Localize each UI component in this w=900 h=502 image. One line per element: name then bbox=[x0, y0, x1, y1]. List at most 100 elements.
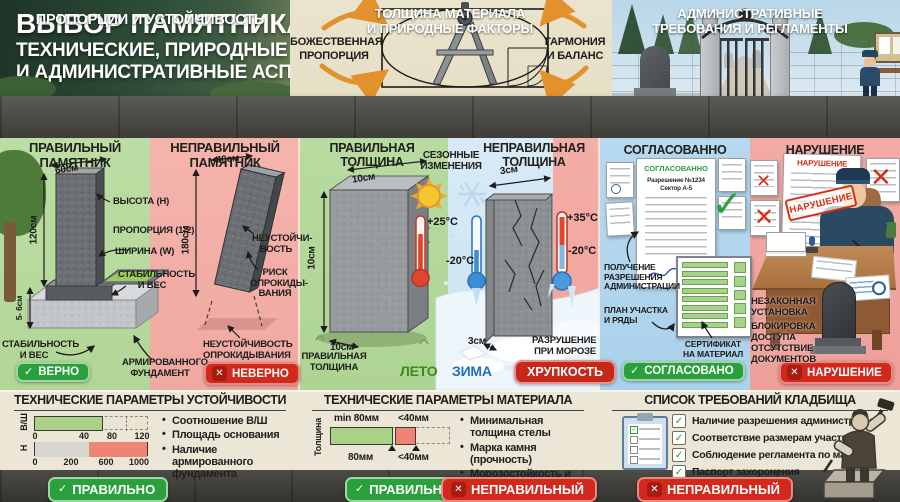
incorrect-thickness-title: НЕПРАВИЛЬНАЯ ТОЛЩИНА bbox=[476, 141, 592, 169]
col1-verdict-label: ПРАВИЛЬНО bbox=[72, 482, 156, 497]
instability-line2: ВОСТЬ bbox=[259, 243, 293, 255]
seasonal-line2: ИЗМЕНЕНИЯ bbox=[420, 161, 482, 173]
thermometer-cold-icon bbox=[467, 215, 486, 306]
harmony-line2: И БАЛАНС bbox=[546, 49, 604, 62]
incorrect-title-line1: НЕПРАВИЛЬНЫЙ bbox=[170, 140, 280, 155]
incorrect-thickness-line1: НЕПРАВИЛЬНАЯ bbox=[483, 141, 585, 155]
missing-docs-label: ОТСУТСТВИЕ ДОКУМЕНТОВ bbox=[751, 343, 817, 365]
divider bbox=[14, 410, 286, 411]
violation-title: НАРУШЕНИЕ bbox=[785, 143, 865, 157]
permit-label: ПОЛУЧЕНИЕ РАЗРЕШЕНИЯ АДМИНИСТРАЦИИ bbox=[604, 262, 684, 292]
panel2-title: ТЕХНИЧЕСКИЕ ПАРАМЕТРЫ МАТЕРИАЛА bbox=[323, 393, 573, 407]
stability-parameters-panel: ТЕХНИЧЕСКИЕ ПАРАМЕТРЫ УСТОЙЧИВОСТИ В/Ш 0… bbox=[8, 390, 292, 480]
col3-header: АДМИНИСТРАТИВНЫЕ ТРЕБОВАНИЯ И РЕГЛАМЕНТЫ bbox=[600, 0, 900, 42]
check-icon: ✓ bbox=[355, 483, 365, 495]
checklist-text: Наличие разрешения администрации bbox=[692, 415, 879, 427]
col2-header-line2: И ПРИРОДНЫЕ ФАКТОРЫ bbox=[366, 21, 534, 36]
col3-arrows bbox=[626, 231, 713, 339]
caption-line2: ТОЛЩИНА bbox=[309, 361, 359, 373]
clipboard-icon: ✓ bbox=[622, 413, 668, 470]
approved-badge: ✓ СОГЛАСОВАНО bbox=[622, 361, 745, 381]
officer-patch bbox=[886, 222, 896, 238]
pine-tree bbox=[678, 8, 702, 54]
frost-line2: ПРИ МОРОЗЕ bbox=[534, 345, 596, 357]
approved-doc-title: СОГЛАСОВАННО bbox=[644, 164, 708, 173]
col2-verdict-ok-label: ПРАВИЛЬНО bbox=[369, 482, 453, 497]
dim-left-side: 10см bbox=[306, 246, 318, 270]
check-icon: ✓ bbox=[58, 483, 68, 495]
block-line1: БЛОКИРОВКА bbox=[751, 321, 816, 332]
summer-label: ЛЕТО bbox=[400, 363, 438, 379]
tree-trunk bbox=[4, 222, 16, 302]
x-icon: ✕ bbox=[870, 162, 892, 192]
harmony-balance-label: ГАРМОНИЯ И БАЛАНС bbox=[538, 36, 612, 64]
guard-figure bbox=[858, 50, 884, 96]
col3-header-line2: ТРЕБОВАНИЯ И РЕГЛАМЕНТЫ bbox=[652, 21, 848, 36]
width-label: ШИРИНА (W) bbox=[115, 246, 175, 257]
divine-proportion-line1: БОЖЕСТВЕННАЯ bbox=[290, 36, 383, 48]
boundary-arrow bbox=[388, 445, 396, 451]
paper-stack bbox=[766, 232, 806, 252]
seasonal-line1: СЕЗОННЫЕ bbox=[422, 150, 480, 161]
distant-tombstone bbox=[739, 56, 747, 69]
caption-line1: ПРАВИЛЬНАЯ bbox=[301, 351, 367, 362]
dim-height-incorrect: 180см bbox=[180, 225, 192, 255]
big-check-icon: ✓ bbox=[712, 183, 743, 224]
panel1-bullets: Соотношение В/Ш Площадь основания Наличи… bbox=[162, 414, 292, 481]
tick: 80 bbox=[106, 431, 118, 441]
cemetery-requirements-panel: СПИСОК ТРЕБОВАНИЙ КЛАДБИЩА ✓ ✓ Наличие р… bbox=[606, 390, 894, 479]
checklist-item: ✓ Соблюдение регламента по мат bbox=[672, 448, 879, 462]
cross-icon: ✕ bbox=[451, 482, 466, 497]
permit-line3: АДМИНИСТРАЦИИ bbox=[604, 281, 680, 292]
checklist-item: ✓ Соответствие размерам участка bbox=[672, 431, 879, 445]
temp-summer: +25°C bbox=[427, 216, 459, 228]
stability-line2: И ВЕС bbox=[137, 279, 167, 291]
checklist-text: Соответствие размерам участка bbox=[692, 432, 852, 444]
document bbox=[750, 200, 780, 236]
checklist-text: Соблюдение регламента по мат bbox=[692, 449, 851, 461]
compass-golden-ratio-icon bbox=[319, 0, 589, 96]
pine-tree bbox=[618, 4, 646, 54]
tick: 1000 bbox=[128, 457, 150, 467]
tick: 40 bbox=[78, 431, 90, 441]
temp-winter: -20°C bbox=[446, 255, 475, 267]
bar-bottom-left-label: 80мм bbox=[348, 452, 374, 463]
access-block-label: БЛОКИРОВКА ДОСТУПА bbox=[751, 321, 816, 343]
bullet: Площадь основания bbox=[162, 428, 292, 441]
checkbox-icon: ✓ bbox=[672, 465, 686, 479]
nodocs-line2: ДОКУМЕНТОВ bbox=[751, 353, 817, 365]
frost-line1: РАЗРУШЕНИЕ bbox=[532, 335, 597, 346]
risk-line3: ВАНИЯ bbox=[258, 288, 292, 300]
violation-badge: ✕ НАРУШЕНИЕ bbox=[779, 361, 893, 384]
notice-board bbox=[874, 32, 900, 63]
tombstone bbox=[822, 282, 856, 342]
incorrect-thickness-line2: ТОЛЩИНА bbox=[502, 155, 566, 169]
material-parameters-panel: ТЕХНИЧЕСКИЕ ПАРАМЕТРЫ МАТЕРИАЛА Толщина … bbox=[306, 390, 590, 493]
bullet: Соотношение В/Ш bbox=[162, 414, 292, 427]
tombstone-base bbox=[634, 88, 676, 96]
bar-bottom-right-label: <40мм bbox=[398, 452, 429, 463]
approved-badge-label: СОГЛАСОВАНО bbox=[644, 365, 734, 377]
divine-proportion-label: БОЖЕСТВЕННАЯ ПРОПОРЦИЯ bbox=[290, 36, 383, 64]
permit-line1: ПОЛУЧЕНИЕ bbox=[604, 262, 656, 272]
sector-label: Сектор А-5 bbox=[660, 185, 692, 192]
document bbox=[718, 158, 746, 192]
divider bbox=[312, 410, 584, 411]
approved-title: СОГЛАСОВАННО bbox=[623, 143, 727, 157]
page-subtitle-1: ТЕХНИЧЕСКИЕ, ПРИРОДНЫЕ bbox=[16, 40, 288, 61]
pine-tree bbox=[808, 10, 832, 54]
incorrect-badge: ✕ НЕВЕРНО bbox=[204, 362, 300, 385]
height-bar bbox=[34, 441, 148, 457]
block-line2: ДОСТУПА bbox=[751, 331, 796, 343]
height-label: ВЫСОТА (H) bbox=[113, 196, 170, 207]
bar1-axis-label: В/Ш bbox=[19, 413, 29, 431]
permit-number: Разрешение №1234 bbox=[647, 177, 705, 184]
guard-leg bbox=[863, 86, 869, 96]
correct-thickness-line1: ПРАВИЛЬНАЯ bbox=[329, 141, 415, 155]
desk-leg bbox=[770, 332, 780, 350]
check-icon: ✓ bbox=[630, 364, 640, 377]
thickness-comparison-illustration bbox=[315, 158, 600, 390]
stability-weight-label-right: СТАБИЛЬНОСТЬ И ВЕС bbox=[118, 269, 195, 291]
page-title: ВЫБОР ПАМЯТНИКА: bbox=[16, 8, 316, 39]
